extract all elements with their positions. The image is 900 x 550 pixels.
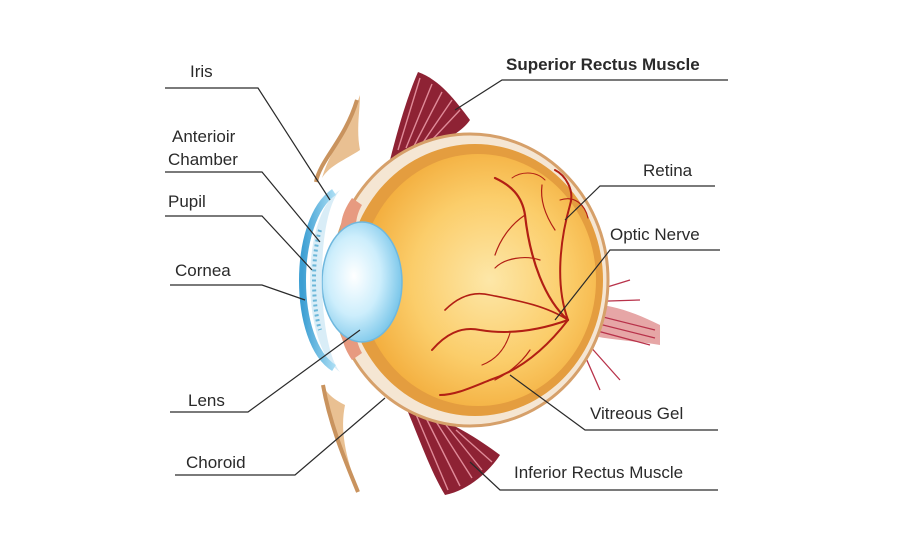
cornea: [299, 189, 340, 372]
label-retina: Retina: [643, 161, 693, 180]
label-optic-nerve: Optic Nerve: [610, 225, 700, 244]
label-anterior-line1: Anterioir: [172, 127, 236, 146]
label-vitreous-gel: Vitreous Gel: [590, 404, 683, 423]
label-pupil: Pupil: [168, 192, 206, 211]
leader-lines: [165, 79, 728, 491]
label-inferior-rectus: Inferior Rectus Muscle: [514, 463, 683, 482]
labels: Iris Anterioir Chamber Pupil Cornea Lens…: [168, 55, 700, 482]
vitreous-body: [360, 154, 596, 406]
label-iris: Iris: [190, 62, 213, 81]
label-lens: Lens: [188, 391, 225, 410]
inferior-rectus-muscle: [405, 405, 500, 495]
label-choroid: Choroid: [186, 453, 246, 472]
retinal-vessels: [431, 169, 589, 396]
label-superior-rectus: Superior Rectus Muscle: [506, 55, 700, 74]
label-anterior-line2: Chamber: [168, 150, 238, 169]
eyelid-skin: [314, 95, 360, 493]
lens: [321, 221, 403, 343]
superior-rectus-muscle: [390, 72, 470, 160]
label-cornea: Cornea: [175, 261, 231, 280]
